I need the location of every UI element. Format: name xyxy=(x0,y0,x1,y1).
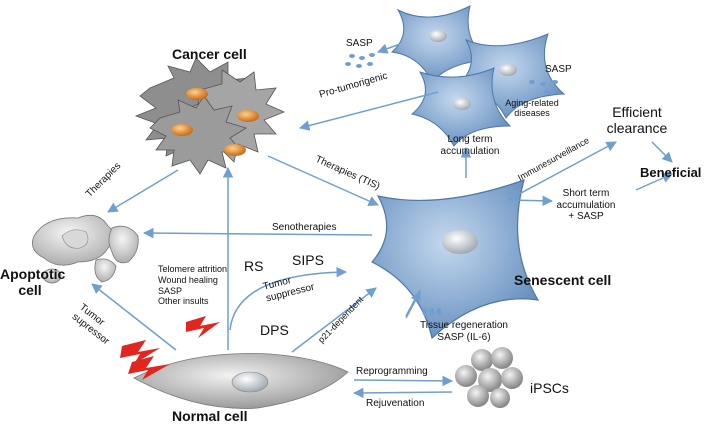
efficient-line2: clearance xyxy=(606,120,668,137)
senotherapies-label: Senotherapies xyxy=(272,222,337,233)
arrow-therapies xyxy=(107,169,179,213)
arrow-reprogramming xyxy=(353,375,454,387)
arrows xyxy=(91,43,673,399)
short-term-line2: accumulation xyxy=(556,199,616,211)
long-term-line2: accumulation xyxy=(440,145,500,157)
short-term-line1: Short term xyxy=(562,188,610,199)
normal-cell-icon xyxy=(133,353,349,409)
insults-list: Telomere attrition Wound healing SASP Ot… xyxy=(158,264,227,307)
insult-item: Telomere attrition xyxy=(158,264,228,274)
arrow-to-beneficial-from-clearance xyxy=(651,141,673,163)
efficient-line1: Efficient xyxy=(612,104,662,120)
arrow-sips xyxy=(229,266,348,331)
apoptotic-line2: cell xyxy=(18,282,42,299)
ipscs-label: iPSCs xyxy=(530,380,569,396)
arrow-immunesurveillance xyxy=(507,141,617,201)
apoptotic-cell-icon xyxy=(31,214,139,284)
normal-cell-label: Normal cell xyxy=(172,408,248,424)
cancer-cell-label: Cancer cell xyxy=(172,46,247,62)
apoptotic-line1: Apoptotic xyxy=(0,266,66,282)
beneficial-label: Beneficial xyxy=(640,165,702,180)
long-term-line1: Long term xyxy=(447,134,493,145)
arrow-to-beneficial-from-short xyxy=(635,173,673,191)
cancer-cell-cluster-icon xyxy=(134,57,286,175)
tissue-regeneration-label: Tissue regeneration SASP (IL-6) xyxy=(404,320,524,343)
rs-label: RS xyxy=(244,258,264,274)
arrow-pro-tumorigenic xyxy=(298,91,439,131)
rejuvenation-label: Rejuvenation xyxy=(366,398,425,409)
aging-diseases-label: Aging-related diseases xyxy=(500,98,564,119)
insult-item: SASP xyxy=(158,285,183,296)
arrow-short-term xyxy=(507,195,554,207)
sasp-right-label: SASP xyxy=(545,64,572,75)
apoptotic-cell-label: Apoptotic cell xyxy=(0,266,66,299)
insult-item: Other insults xyxy=(158,296,209,307)
sasp-left-label: SASP xyxy=(346,38,373,49)
dps-label: DPS xyxy=(260,322,289,338)
tissue-regen-line2: SASP (IL-6) xyxy=(437,331,491,343)
arrow-sasp-out xyxy=(377,43,401,54)
sasp-dots-right xyxy=(529,80,558,94)
aging-line2: diseases xyxy=(514,108,550,119)
arrow-tumor-supressor xyxy=(91,283,177,351)
arrow-senotherapies xyxy=(142,227,373,239)
long-term-label: Long term accumulation xyxy=(440,134,500,157)
insult-item: Wound healing xyxy=(158,274,218,285)
efficient-clearance-label: Efficient clearance xyxy=(598,104,676,136)
tissue-sasp-dots xyxy=(422,308,442,316)
sasp-dots-left xyxy=(345,53,375,68)
arrow-therapies-tis xyxy=(267,155,379,206)
senescent-cluster-icon xyxy=(390,5,566,147)
sips-label: SIPS xyxy=(292,252,324,268)
senescent-cell-label: Senescent cell xyxy=(514,272,612,288)
short-term-label: Short term accumulation + SASP xyxy=(552,188,620,223)
ipscs-icon xyxy=(455,347,523,408)
arrow-tissue-regeneration xyxy=(405,291,421,319)
lightning-icon xyxy=(120,316,220,380)
arrow-rejuvenation xyxy=(352,387,453,399)
aging-line1: Aging-related xyxy=(505,98,559,108)
tissue-regen-line1: Tissue regeneration xyxy=(419,320,508,331)
short-term-line3: + SASP xyxy=(568,211,604,222)
reprogramming-label: Reprogramming xyxy=(356,366,428,377)
arrow-dps xyxy=(291,287,377,353)
senescent-cell-icon xyxy=(371,179,540,340)
